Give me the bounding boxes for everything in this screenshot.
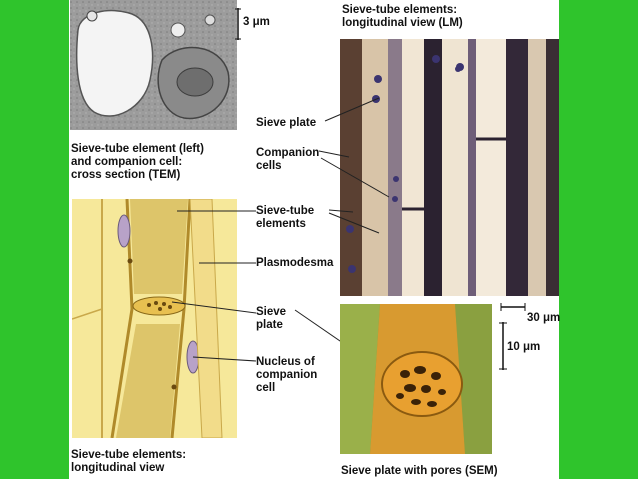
figure-panel: 3 μm Sieve-tube element (left) and compa… (69, 0, 561, 479)
tem-caption: Sieve-tube element (left) and companion … (71, 143, 204, 181)
scale-bar-10 (499, 322, 507, 370)
label-nucleus: Nucleus of companion cell (256, 356, 318, 394)
lm-micrograph (340, 39, 559, 296)
lm-title: Sieve-tube elements: longitudinal view (… (342, 4, 463, 29)
label-sieve-plate-lm: Sieve plate (256, 117, 317, 129)
scale-30-label: 30 μm (527, 312, 561, 324)
label-companion-cells: Companion cells (256, 147, 320, 172)
label-plasmodesma: Plasmodesma (256, 257, 334, 269)
scale-bar-30 (500, 303, 526, 311)
scale-10-label: 10 μm (507, 341, 541, 353)
tem-scale-label: 3 μm (243, 16, 270, 28)
label-sieve-plate-diagram: Sieve plate (256, 306, 287, 331)
sieve-tube-drawing (72, 199, 237, 438)
drawing-caption: Sieve-tube elements: longitudinal view (71, 449, 187, 474)
sem-micrograph (340, 304, 492, 454)
tem-scale-bar (235, 8, 241, 40)
tem-micrograph (70, 0, 237, 130)
sem-caption: Sieve plate with pores (SEM) (341, 465, 498, 477)
label-sieve-tube-elements: Sieve-tube elements (256, 205, 315, 230)
